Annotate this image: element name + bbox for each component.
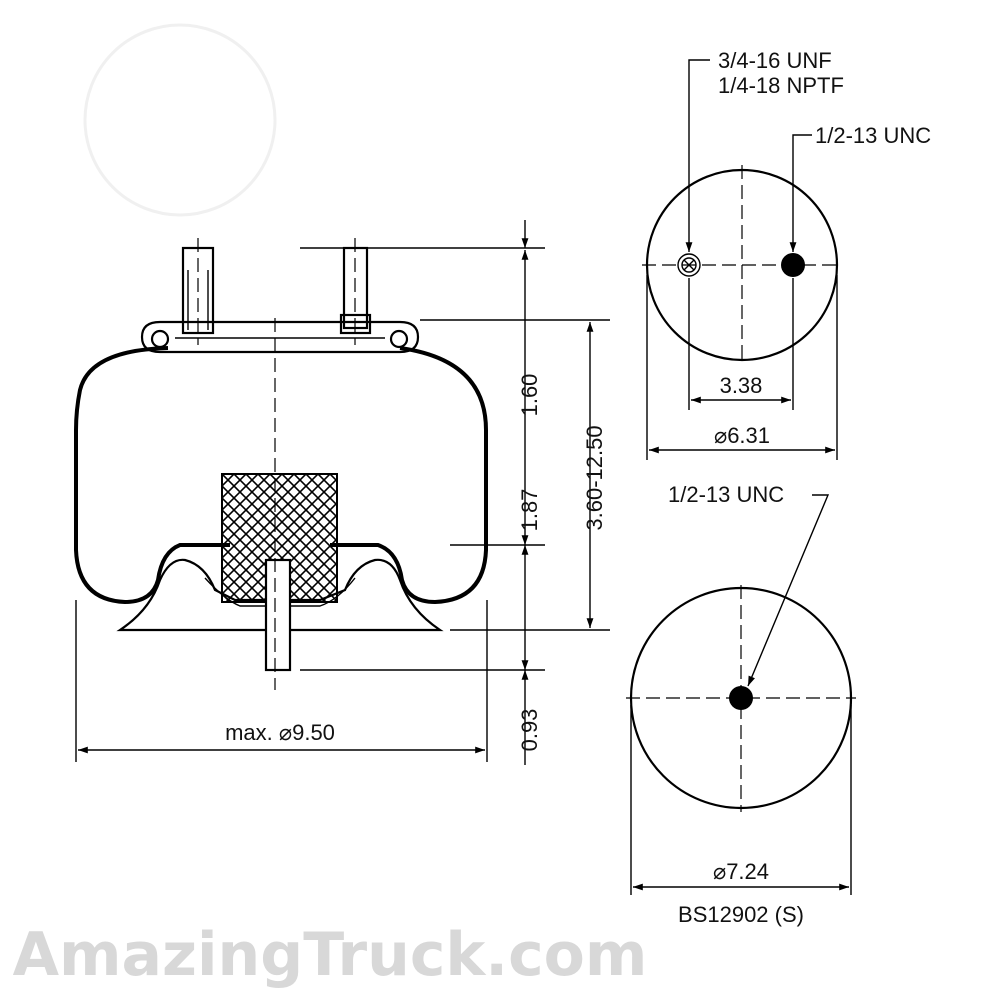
watermark-logo	[83, 23, 277, 217]
dim-stud-spacing: 3.38	[720, 373, 763, 398]
callout-air-fitting-1: 3/4-16 UNF	[718, 48, 832, 73]
dim-stud-length: 0.93	[517, 709, 542, 752]
dim-height-range: 3.60-12.50	[582, 425, 607, 530]
watermark: AmazingTruck.com	[13, 920, 648, 990]
bottom-view: 1/2-13 UNC ⌀7.24 BS12902 (S)	[626, 482, 856, 927]
callout-stud-top: 1/2-13 UNC	[815, 123, 931, 148]
side-view: 1.60 1.87 0.93 3.60-12.50 max. ⌀9.50	[74, 220, 610, 765]
mounting-stud-bottom	[264, 558, 292, 672]
top-bead-plate	[140, 320, 420, 354]
dim-max-diameter: max. ⌀9.50	[225, 720, 335, 745]
dimension-lines	[75, 220, 610, 765]
stud-hole-icon	[781, 253, 805, 277]
air-fitting-stud	[181, 238, 215, 345]
dim-top-height: 1.60	[517, 374, 542, 417]
bellows-outline	[74, 346, 488, 605]
callout-stud-bottom: 1/2-13 UNC	[668, 482, 784, 507]
dim-bumper-height: 1.87	[517, 489, 542, 532]
stud-hole-icon	[729, 686, 753, 710]
dim-top-diameter: ⌀6.31	[714, 423, 770, 448]
callout-air-fitting-2: 1/4-18 NPTF	[718, 73, 844, 98]
dim-bottom-diameter: ⌀7.24	[713, 859, 769, 884]
mounting-stud-top	[339, 238, 372, 345]
part-number: BS12902 (S)	[678, 902, 804, 927]
air-fitting-icon	[677, 253, 701, 277]
top-view: 3/4-16 UNF 1/4-18 NPTF 1/2-13 UNC 3.38 ⌀…	[642, 48, 931, 460]
